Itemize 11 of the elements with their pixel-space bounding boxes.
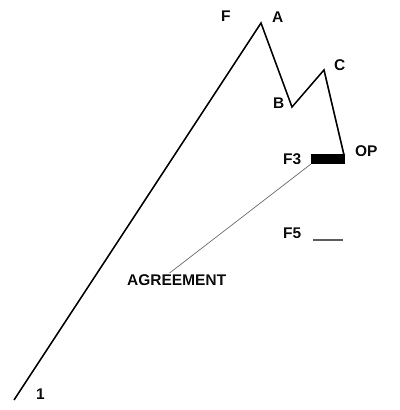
point-label: 1	[36, 387, 45, 402]
point-label: B	[273, 96, 284, 112]
point-label: A	[272, 10, 284, 26]
point-label: F5	[283, 226, 302, 242]
point-label: C	[334, 58, 346, 74]
level-bar	[311, 154, 345, 164]
point-label: F3	[283, 152, 302, 168]
callout-label: AGREEMENT	[127, 273, 226, 288]
point-label: F	[221, 9, 230, 24]
leader-line	[169, 164, 312, 274]
point-label: OP	[355, 144, 378, 160]
